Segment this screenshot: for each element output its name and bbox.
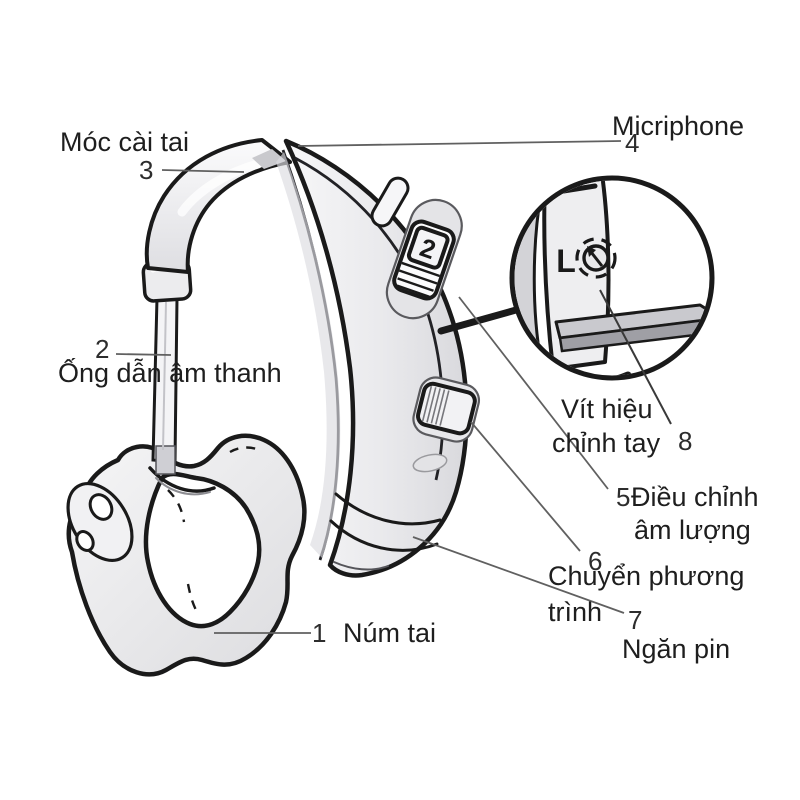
label-program-line1: Chuyển phương (548, 561, 745, 591)
ear-hook (144, 138, 292, 274)
label-number-1: 1 (312, 618, 327, 648)
adjustment-screw-arrow-shaft (589, 251, 604, 267)
label-program-line2: trình (548, 597, 603, 627)
volume-wheel-ridges (396, 261, 441, 298)
battery-door-seam-bottom (329, 519, 439, 552)
earmold-contour-dash-1 (167, 489, 186, 523)
earmold-contour-dash-2 (186, 583, 198, 611)
label-number-2: 2 (95, 334, 110, 364)
label-battery: Ngăn pin (622, 634, 731, 664)
leader-adjustment-screw (599, 289, 672, 425)
volume-wheel-number-frame (406, 225, 450, 270)
label-number-7: 7 (628, 605, 643, 635)
magnifier-circle (509, 175, 715, 381)
ear-hook-highlight (177, 159, 263, 217)
magnifier-inset: L (437, 175, 715, 381)
leader-volume (458, 296, 609, 490)
earmold-vent-hole-large (88, 493, 114, 521)
program-switch-hatch (421, 386, 450, 426)
leader-lines (115, 140, 672, 634)
battery-release-notch (412, 453, 448, 473)
leader-ear-hook (161, 169, 245, 173)
label-microphone: Micriphone (612, 111, 745, 141)
label-number-8: 8 (678, 426, 693, 456)
side-marking-letter: L (556, 243, 576, 279)
leader-program (470, 421, 581, 552)
volume-wheel: 2 (385, 198, 463, 320)
label-ear-hook: Móc cài tai (60, 127, 190, 157)
label-volume-line2: âm lượng (634, 515, 751, 545)
adjustment-screw-arrow-head (587, 246, 596, 257)
earmold-bore-curve (148, 466, 216, 493)
label-adjustment-screw-line2: chỉnh tay (552, 428, 661, 458)
label-number-4: 4 (625, 128, 640, 158)
label-sound-tube: Ống dẫn âm thanh (58, 358, 282, 388)
leader-battery (412, 536, 625, 614)
ear-hook-tube (144, 138, 292, 274)
body-left-shading (276, 152, 341, 558)
earmold-vent-hole-small (75, 530, 95, 552)
leader-sound-tube (115, 353, 172, 356)
label-number-6: 6 (588, 546, 603, 576)
sound-tube-highlight (162, 301, 167, 451)
battery-door-seam-top (334, 492, 442, 526)
label-eartip: Núm tai (343, 618, 437, 648)
magnifier-pointer (437, 306, 520, 335)
label-volume-line1: Điều chỉnh (631, 482, 759, 512)
battery-compartment (329, 453, 448, 571)
label-number-5: 5 (616, 482, 631, 512)
label-adjustment-screw-line1: Vít hiệu (561, 394, 653, 424)
screwdriver-blade-front (558, 315, 710, 353)
earmold (66, 433, 307, 677)
adjustment-screw-ring (575, 237, 617, 279)
earmold-bore-curve-inner (155, 477, 211, 496)
microphone-slot (370, 176, 410, 228)
battery-door-bottom-curve (333, 561, 389, 571)
sound-tube-tip (155, 445, 176, 475)
label-number-3: 3 (139, 155, 154, 185)
program-switch (412, 376, 481, 443)
earmold-contour-dash-3 (229, 446, 263, 454)
hearing-aid-body: 2 (276, 138, 481, 578)
leader-microphone (297, 140, 622, 147)
